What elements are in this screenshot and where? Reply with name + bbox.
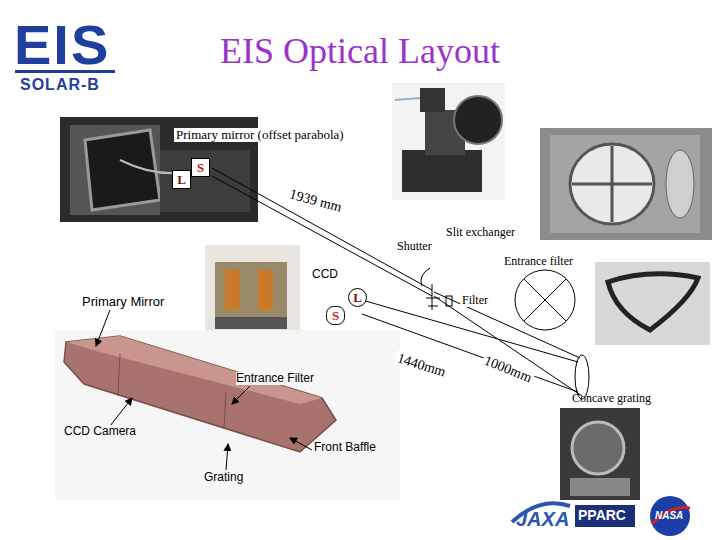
dimension: 1000mm — [480, 352, 536, 386]
part-label: CCD — [312, 268, 338, 281]
part-label: Primary mirror (offset parabola) — [174, 128, 346, 142]
ray — [434, 296, 582, 396]
filter-photo — [595, 262, 710, 345]
entrance-filter-symbol — [515, 270, 575, 330]
marker-letter: S — [197, 160, 204, 175]
logo-text: PPARC — [578, 508, 626, 523]
ccd-photo — [205, 245, 300, 335]
marker-box: S — [326, 306, 345, 325]
housing-spider — [572, 146, 652, 222]
instrument-seam — [224, 392, 226, 428]
dimension: 1440mm — [394, 350, 450, 380]
part-label: Front Baffle — [314, 441, 376, 454]
entrance-filter-cross — [524, 279, 566, 321]
slit-base — [402, 150, 482, 192]
part-label: Concave grating — [572, 392, 651, 405]
slit-photo — [392, 83, 505, 200]
part-label: Entrance filter — [504, 255, 573, 268]
leader-line — [96, 310, 110, 346]
marker-box: S — [191, 158, 210, 177]
ccd-part — [258, 270, 273, 310]
ccd-base — [215, 317, 287, 329]
grating-mount — [570, 478, 630, 496]
part-label: Grating — [204, 471, 243, 484]
shutter-symbol — [421, 268, 430, 286]
leader-line — [110, 398, 132, 426]
ray — [212, 176, 432, 296]
marker-box: L — [348, 288, 367, 307]
leader-line — [290, 438, 312, 450]
leader-lines — [96, 310, 312, 470]
slit-wire — [395, 98, 420, 100]
marker-letter: L — [177, 172, 186, 187]
filter-frame — [608, 274, 698, 330]
render-ground — [55, 330, 400, 500]
logo-text: SOLAR-B — [20, 76, 100, 94]
part-label: Filter — [460, 294, 490, 307]
ccd-body — [215, 262, 287, 317]
marker-letter: S — [332, 308, 339, 323]
grating-photo — [560, 408, 640, 500]
part-label: Entrance Filter — [236, 372, 314, 385]
housing-inner — [550, 135, 700, 233]
mirror-housing — [160, 150, 250, 212]
logo-text: JAXA — [516, 508, 569, 530]
ccd-part — [225, 270, 240, 310]
grating-disc — [572, 422, 624, 474]
part-label: CCD Camera — [64, 425, 136, 438]
leader-line — [232, 386, 250, 404]
instrument-seam — [118, 354, 120, 396]
slit-motor — [420, 88, 445, 112]
part-label: Shutter — [397, 240, 432, 253]
housing-window — [570, 144, 654, 224]
housing-photo — [540, 128, 712, 240]
filter-symbol — [446, 296, 452, 306]
ray — [212, 168, 432, 290]
slit-wheel — [454, 96, 502, 144]
marker-letter: L — [353, 290, 362, 305]
pparc-box — [575, 505, 635, 527]
leader-line — [226, 444, 228, 470]
dimension: 1939 mm — [286, 186, 345, 216]
marker-box: L — [172, 170, 191, 189]
part-label: Slit exchanger — [446, 226, 515, 239]
instrument-body — [64, 336, 336, 452]
part-label: Primary Mirror — [82, 295, 164, 309]
logo-text: NASA — [655, 510, 683, 521]
housing-door — [666, 150, 694, 218]
nasa-chevron — [652, 508, 690, 524]
instrument-top — [66, 336, 322, 404]
slit-symbol — [426, 284, 440, 310]
nasa-disc — [650, 496, 690, 536]
logo-text: EIS — [14, 14, 110, 76]
